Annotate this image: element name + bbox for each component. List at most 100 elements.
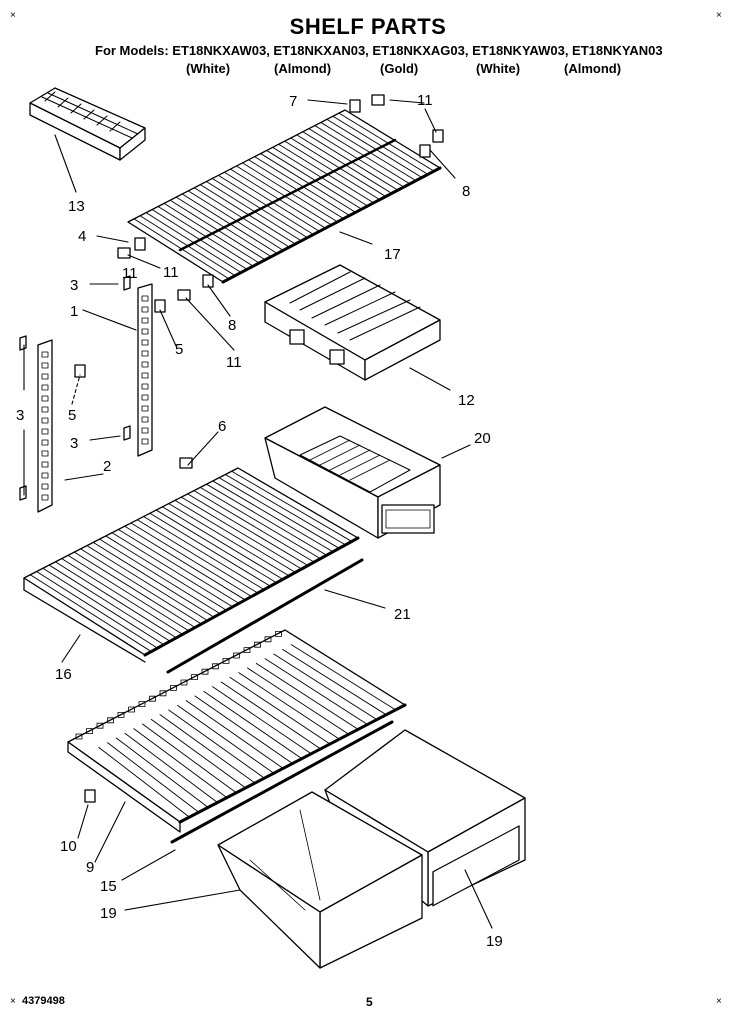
shelf-slat [42,567,165,646]
shelf-slat [326,118,423,178]
middle-shelf [23,467,360,663]
ladder-slot [141,383,149,390]
callout-15: 15 [100,878,117,895]
shelf-slat [217,174,314,235]
shelf-slat [231,470,353,542]
shelf-slat [142,723,237,794]
shelf-slat [130,522,252,597]
callout-4: 4 [78,228,86,245]
ladder-slot [141,361,149,368]
shelf-slat [205,181,302,242]
page-title: SHELF PARTS [289,14,447,39]
shelf-slat [92,541,215,618]
shelf-slat [139,215,236,277]
shelf-slat [151,209,248,270]
shelf-slat [264,658,368,725]
shelf-slat [266,149,363,210]
ladder-slot [141,405,149,412]
ladder-slot [141,372,149,379]
ladder-slot [141,339,149,346]
shelf-slat [124,732,218,803]
corner-mark-bottom-right: × [716,996,722,1007]
ladder-slot [41,472,49,479]
shelf-slat [194,695,293,764]
shelf-ladders [19,275,153,513]
shelf-slat [248,159,345,220]
callout-9: 9 [86,859,94,876]
corner-mark-top-left: × [10,10,16,21]
callout-12: 12 [458,392,475,409]
shelf-hole [128,706,135,713]
callout-8: 8 [462,183,470,200]
shelf-hole [96,722,104,729]
shelf-slat [133,728,228,799]
callout-17: 17 [384,246,401,263]
shelf-slat [111,532,234,608]
callout-20: 20 [474,430,491,447]
shelf-hole [86,728,93,734]
shelf-slat [143,516,265,591]
shelf-slat [255,662,359,730]
shelf-slat [133,218,230,280]
callout-19: 19 [100,905,117,922]
ladder-slot [41,373,49,380]
shelf-hole [264,636,272,643]
shelf-hole [243,647,251,653]
callout-5: 5 [68,407,76,424]
shelf-slat [273,653,378,721]
shelf-hole [159,690,167,697]
shelf-slat [320,121,417,182]
shelf-slat [254,156,351,216]
ladder-slot [141,328,149,335]
shelf-slat [332,115,429,175]
callout-10: 10 [60,838,77,855]
shelf-slat [86,545,209,622]
shelf-slat [174,499,296,573]
shelf-slat [67,554,190,632]
shelf-slat [169,199,266,261]
shelf-slat [282,648,387,716]
shelf-slat [272,146,369,207]
callout-6: 6 [218,418,226,435]
shelf-slat [302,131,399,191]
callout-19: 19 [486,933,503,950]
shelf-slat [290,137,387,197]
ladder-slot [141,350,149,357]
ladder-slot [41,494,49,501]
shelf-slat [187,190,284,251]
shelf-slat [150,718,247,789]
shelf-hole [222,658,230,664]
callout-3: 3 [16,407,24,424]
shelf-slat [247,667,350,735]
ladder-slot [141,295,149,302]
top-wire-shelf [127,109,442,284]
shelf-slat [230,168,326,229]
shelf-slat [185,700,284,769]
callout-2: 2 [103,458,111,475]
shelf-slat [162,506,284,580]
corner-mark-top-right: × [716,10,722,21]
shelf-slat [115,737,209,808]
shelf-slat [218,477,340,549]
shelf-hole [107,717,114,724]
shelf-hole [212,663,219,670]
shelf-slat [29,574,152,653]
shelf-slat [338,112,435,172]
shelf-slat [206,483,328,556]
ladder-slot [41,439,49,446]
shelf-hole [117,712,125,718]
shelf-slat [187,493,309,566]
ice-tray [29,87,146,161]
rail-15 [170,720,394,844]
ladder-slot [41,428,49,435]
color-label: (White) [186,61,231,76]
ladder-slot [41,351,49,358]
shelf-hole [138,701,146,707]
callout-13: 13 [68,198,85,215]
ladder-slot [41,362,49,369]
callout-5: 5 [175,341,183,358]
shelf-slat [211,177,308,239]
shelf-slat [159,714,256,784]
shelf-slat [220,681,322,750]
shelf-slat [168,503,290,577]
